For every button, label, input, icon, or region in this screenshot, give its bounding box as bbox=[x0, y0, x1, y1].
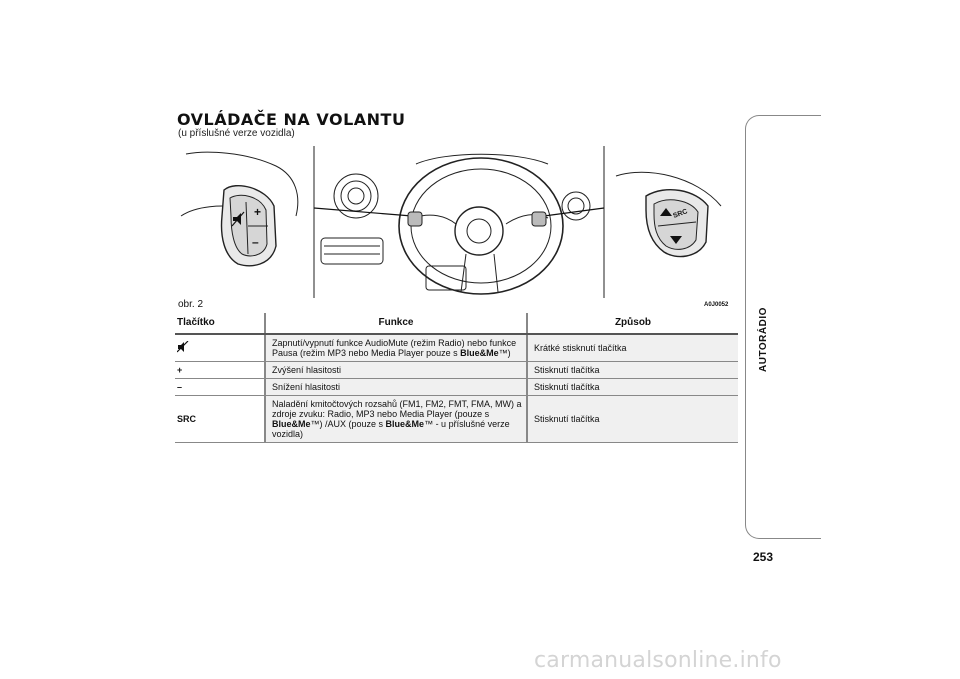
callout-lines bbox=[313, 207, 605, 217]
chapter-label: AUTORÁDIO bbox=[758, 307, 769, 373]
row-method-cell: Stisknutí tlačítka bbox=[526, 395, 738, 443]
down-arrow-icon bbox=[670, 236, 682, 244]
row-button-cell: + bbox=[175, 361, 265, 379]
page-title: OVLÁDAČE NA VOLANTU bbox=[177, 110, 406, 129]
table-row: + Zvýšení hlasitosti Stisknutí tlačítka bbox=[175, 361, 738, 379]
header-button: Tlačítko bbox=[175, 313, 265, 335]
table-header-row: Tlačítko Funkce Způsob bbox=[175, 313, 738, 335]
table-row: SRC Naladění kmitočtových rozsahů (FM1, … bbox=[175, 395, 738, 443]
mute-speaker-icon bbox=[231, 211, 245, 227]
table-row: – Snížení hlasitosti Stisknutí tlačítka bbox=[175, 378, 738, 396]
volume-down-label: – bbox=[252, 235, 259, 249]
steering-wheel-figure: + – bbox=[176, 146, 738, 298]
mute-speaker-icon bbox=[176, 340, 189, 353]
figure-caption: obr. 2 bbox=[178, 299, 204, 310]
row-function-cell: Snížení hlasitosti bbox=[264, 378, 527, 396]
controls-table: Tlačítko Funkce Způsob Zapnutí/vypnutí f… bbox=[175, 313, 738, 443]
row-method-cell: Krátké stisknutí tlačítka bbox=[526, 334, 738, 362]
header-method: Způsob bbox=[526, 313, 738, 335]
up-arrow-icon bbox=[660, 208, 672, 216]
left-control-detail bbox=[180, 151, 299, 267]
page-subtitle: (u příslušné verze vozidla) bbox=[178, 128, 295, 139]
row-button-cell: SRC bbox=[175, 395, 265, 443]
volume-up-label: + bbox=[254, 205, 261, 219]
row-function-cell: Naladění kmitočtových rozsahů (FM1, FM2,… bbox=[264, 395, 527, 443]
center-dashboard-view bbox=[313, 146, 605, 298]
row-method-cell: Stisknutí tlačítka bbox=[526, 378, 738, 396]
table-row: Zapnutí/vypnutí funkce AudioMute (režim … bbox=[175, 334, 738, 362]
page-number: 253 bbox=[753, 550, 774, 564]
row-function-cell: Zapnutí/vypnutí funkce AudioMute (režim … bbox=[264, 334, 527, 362]
src-label: SRC bbox=[672, 208, 688, 220]
steering-wheel-illustration: + – bbox=[180, 146, 722, 298]
row-button-cell bbox=[175, 334, 265, 362]
chapter-tab bbox=[745, 115, 821, 539]
header-function: Funkce bbox=[264, 313, 527, 335]
row-function-cell: Zvýšení hlasitosti bbox=[264, 361, 527, 379]
row-button-cell: – bbox=[175, 378, 265, 396]
watermark: carmanualsonline.info bbox=[534, 648, 782, 673]
figure-code: A0J0052 bbox=[704, 302, 729, 308]
row-method-cell: Stisknutí tlačítka bbox=[526, 361, 738, 379]
